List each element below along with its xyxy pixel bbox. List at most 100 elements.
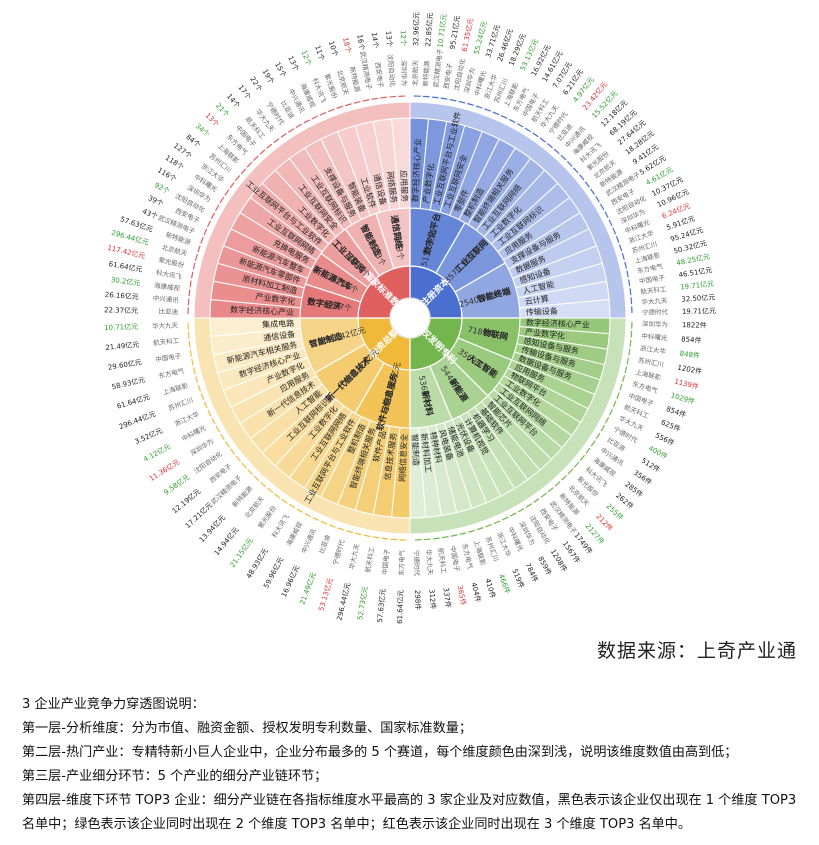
company-value: 519件 [510, 567, 526, 589]
company-value: 1822件 [682, 320, 707, 330]
company-value: 3.52亿元 [133, 426, 164, 446]
company-name: 华大九天 [424, 549, 435, 576]
company-name: 科大讯飞 [155, 268, 183, 282]
company-value: 410件 [483, 577, 497, 599]
company-value: 95.21亿元 [448, 15, 462, 50]
company-name: 中兴通讯 [299, 527, 318, 555]
segment-label: 新材料加工 [419, 433, 434, 474]
segment-label: 应用服务 [399, 170, 410, 202]
segment-label: 数字经济核心产业 [526, 317, 590, 330]
company-name: 海康威视 [284, 520, 304, 548]
company-value: 21.49亿元 [298, 571, 318, 606]
dashed-ring [413, 95, 633, 315]
company-name: 海康威视 [154, 280, 181, 292]
company-value: 34个 [194, 122, 211, 139]
center-hole [389, 297, 431, 339]
company-value: 61.64亿元 [395, 590, 405, 624]
company-name: 新特能源 [421, 60, 432, 87]
sunburst-chart: 注册资本数字化平台515.6亿元工业互联网3570.1亿元智能终端2540.9亿… [104, 12, 716, 624]
company-value: 46.51亿元 [678, 265, 713, 279]
company-name: 中科曙光 [180, 423, 208, 443]
company-name: 中国电子 [638, 273, 666, 286]
segment-label: 数字经济核心产业 [230, 304, 294, 317]
company-value: 61.64亿元 [108, 259, 143, 274]
segment-label: 云计算 [524, 293, 549, 306]
company-value: 19.71亿元 [680, 279, 715, 292]
segment-label: 智能制造 [410, 434, 421, 466]
company-value: 625件 [660, 417, 682, 433]
company-name: 航天科工 [436, 547, 448, 574]
company-value: 255件 [605, 502, 626, 523]
company-value: 59.96亿元 [261, 556, 285, 590]
company-value: 10.71亿元 [435, 13, 448, 48]
company-value: 32.50亿元 [681, 292, 716, 303]
company-value: 312件 [427, 589, 438, 610]
company-name: 西安电子 [441, 62, 454, 90]
company-name: 中国电子 [155, 351, 183, 364]
company-name: 苏州汇川 [637, 355, 664, 369]
company-value: 16.96亿元 [279, 564, 301, 599]
company-value: 19个 [260, 68, 275, 86]
company-value: 92个 [153, 181, 171, 195]
company-name: 中兴通讯 [152, 293, 179, 304]
company-name: 上海联影 [162, 380, 190, 396]
company-name: 航天科工 [153, 336, 180, 348]
company-name: 东方电气 [397, 549, 407, 576]
notes-layer-4: 第四层-维度下环节 TOP3 企业：细分产业链在各指标维度水平最高的 3 家企业… [22, 793, 797, 832]
industry-value: 2573个 [392, 231, 405, 260]
company-value: 118个 [164, 154, 185, 172]
dimension-1 [409, 317, 633, 541]
company-name: 华大九天 [152, 321, 179, 331]
company-value: 30.2亿元 [110, 275, 140, 288]
dimension-0 [409, 95, 633, 319]
company-name: 沈阳自动化 [386, 54, 397, 88]
company-value: 14个 [370, 32, 380, 49]
company-value: 4.12亿元 [142, 442, 172, 464]
company-value: 15个 [273, 61, 287, 79]
company-value: 356件 [632, 468, 654, 487]
company-value: 365件 [456, 585, 469, 607]
company-value: 262件 [614, 491, 635, 511]
notes-layer-1: 第一层-分析维度：分为市值、融资金额、授权发明专利数量、国家标准数量； [22, 721, 472, 736]
company-value: 556件 [654, 431, 676, 448]
company-value: 512件 [640, 456, 662, 474]
company-value: 285件 [623, 480, 645, 500]
company-value: 21个 [214, 102, 231, 119]
company-name: 中科曙光 [641, 331, 668, 342]
company-value: 116个 [156, 166, 178, 183]
company-name: 东方电气 [460, 542, 475, 570]
segment-label: 网络信息安全 [397, 434, 409, 482]
company-name: 新特能源 [348, 66, 363, 94]
company-value: 19.71亿元 [682, 306, 716, 316]
company-name: 深圳华为 [399, 60, 409, 86]
company-value: 22.37亿元 [104, 305, 138, 315]
company-value: 84个 [184, 133, 201, 149]
company-value: 21.49亿元 [105, 340, 140, 352]
company-value: 784件 [523, 561, 540, 583]
company-value: 43个 [141, 207, 159, 220]
dimension-2 [187, 317, 411, 541]
company-value: 9.58亿元 [162, 472, 191, 497]
company-value: 32.96亿元 [411, 12, 421, 46]
company-value: 14个 [225, 92, 241, 109]
company-value: 854件 [665, 404, 687, 419]
company-name: 航天科工 [640, 284, 667, 296]
company-name: 华大九天 [641, 296, 668, 307]
dashed-ring [187, 321, 407, 541]
industry-label: 物联网 [482, 327, 509, 343]
company-value: 22个 [248, 75, 263, 93]
industry-label: 数字经济 [306, 296, 342, 312]
company-value: 18个 [341, 37, 352, 54]
company-value: 57.63亿元 [375, 588, 387, 623]
chart-notes: 3 企业产业竞争力穿透图说明： 第一层-分析维度：分为市值、融资金额、授权发明专… [22, 693, 812, 837]
notes-layer-3: 第三层-产业细分环节：5 个产业的细分产业链环节； [22, 769, 328, 784]
company-name: 宁德时代 [330, 538, 346, 566]
company-value: 404件 [470, 581, 484, 603]
company-name: 中国电子 [380, 548, 392, 575]
segment-label: 传输设备 [526, 306, 558, 317]
company-value: 859件 [536, 555, 554, 577]
company-value: 13个 [204, 112, 221, 129]
company-value: 848件 [679, 349, 700, 361]
company-name: 宁德时代 [412, 550, 422, 577]
company-name: 北京航天 [410, 59, 420, 86]
